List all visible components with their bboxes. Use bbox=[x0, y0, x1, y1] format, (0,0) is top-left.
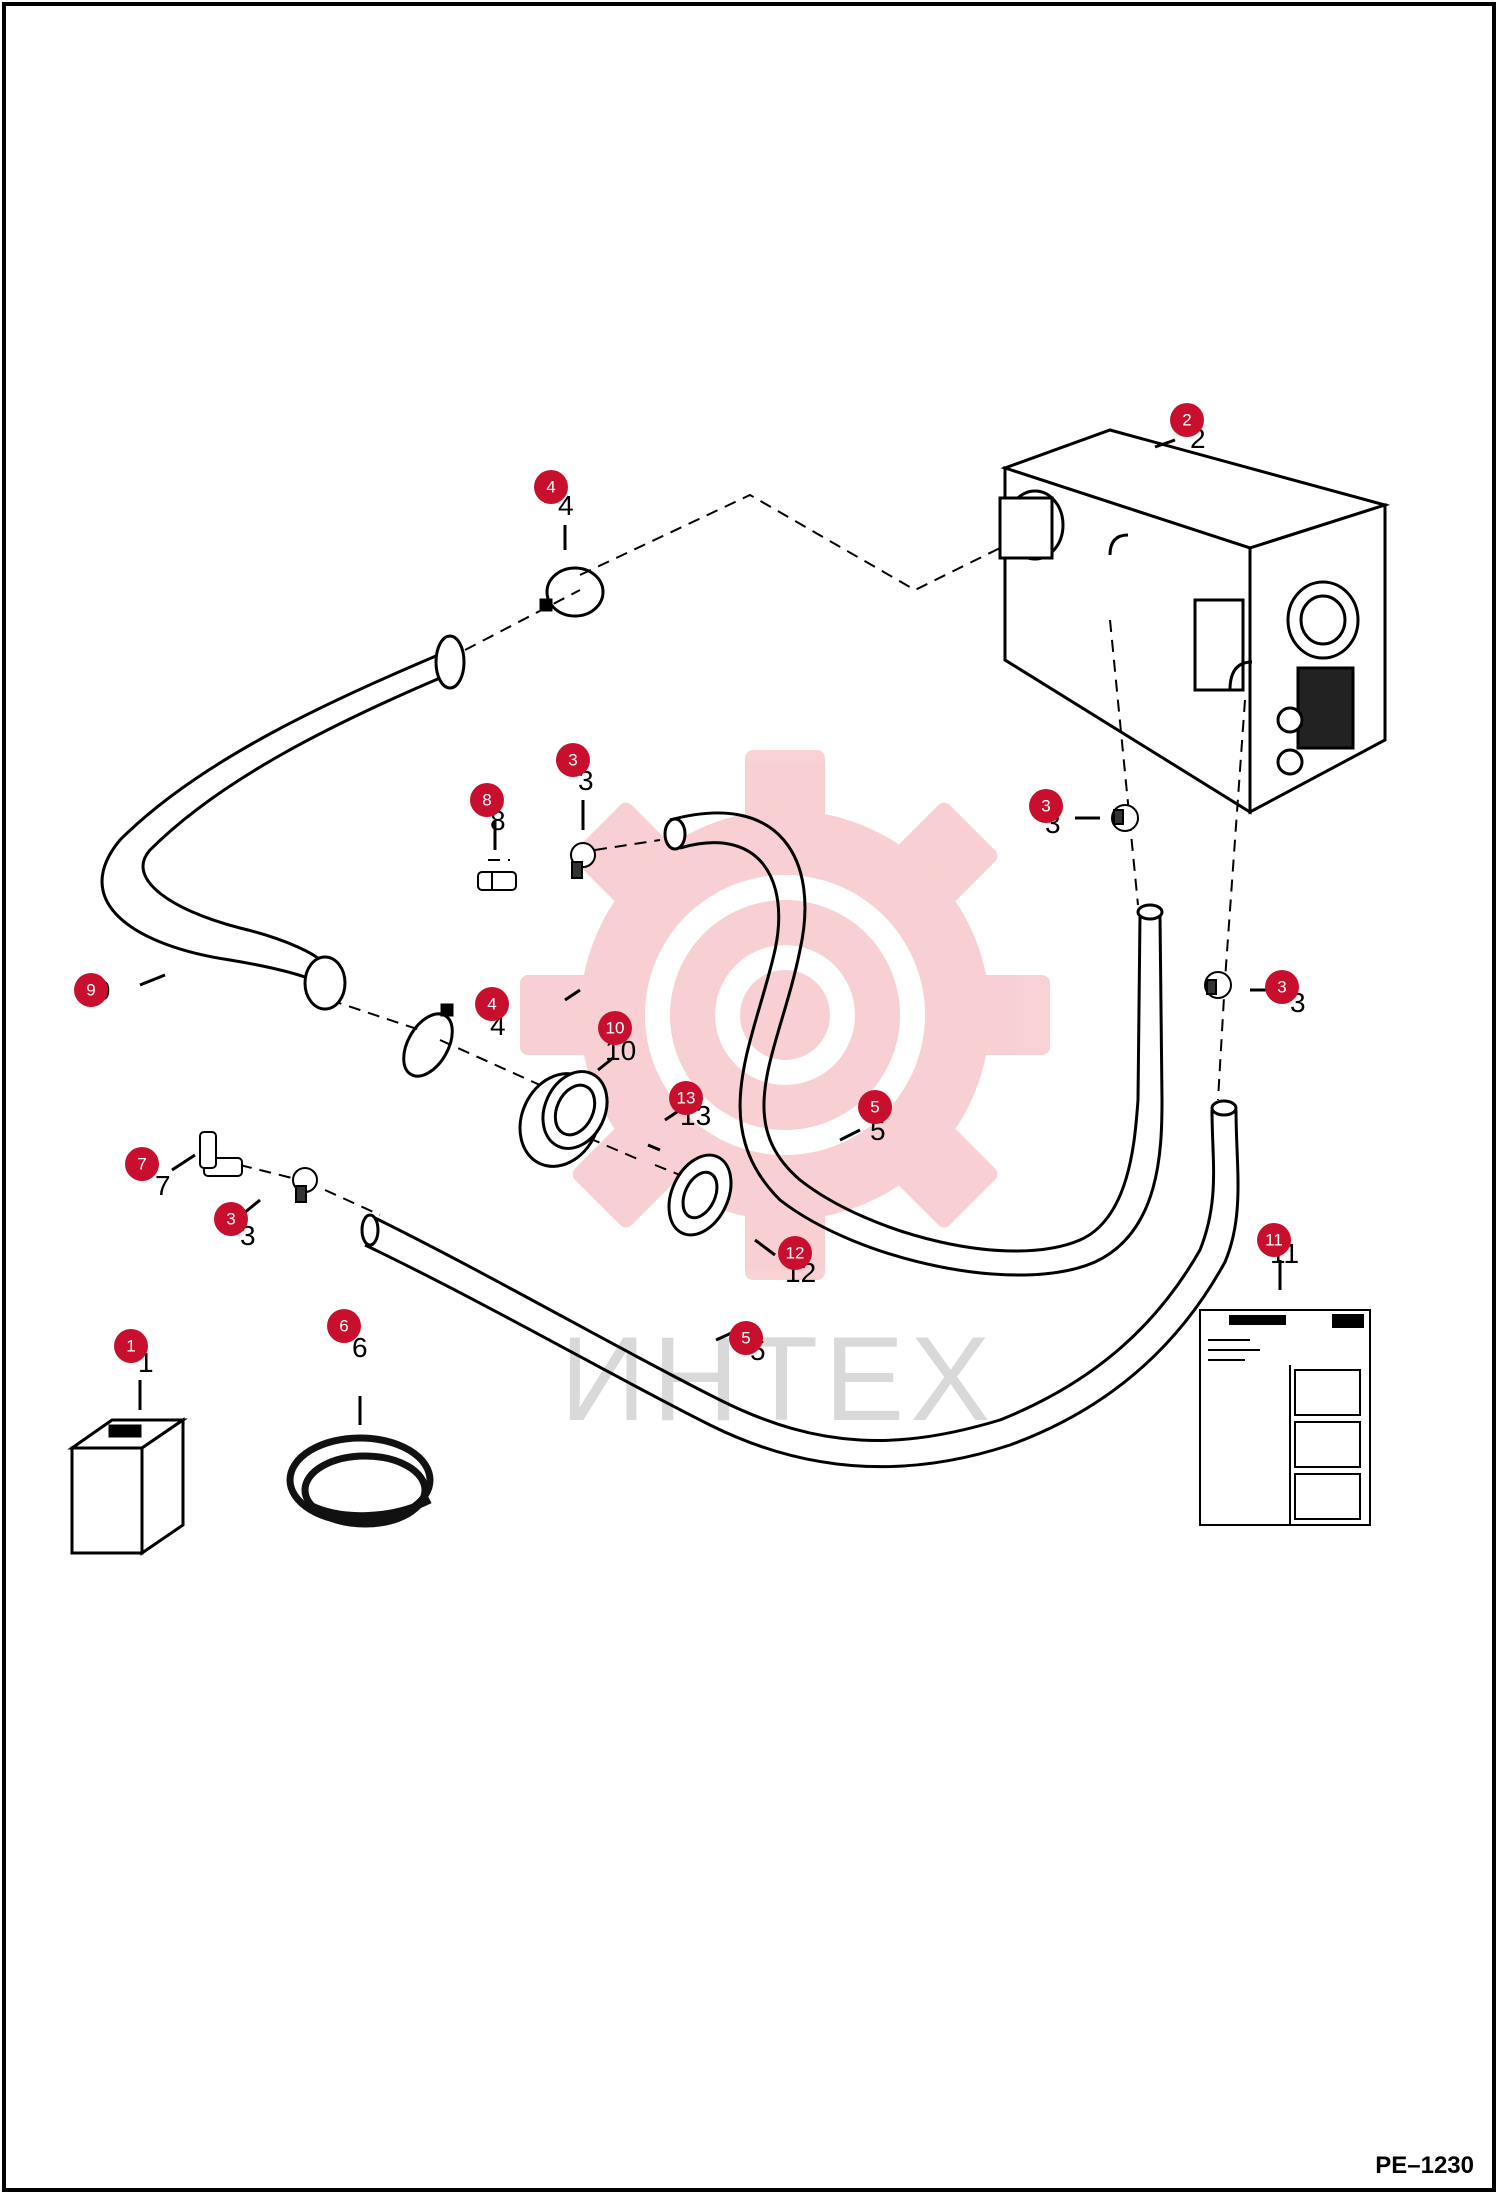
watermark-gear-icon bbox=[520, 750, 1050, 1280]
hose-clamp-upper-icon bbox=[539, 566, 605, 618]
callout-badge-3[interactable]: 3 bbox=[1029, 789, 1063, 823]
heater-unit bbox=[998, 428, 1391, 815]
watermark-text: ИНТЕХ bbox=[560, 1312, 996, 1446]
hose-clamp-lower-icon bbox=[402, 1003, 454, 1078]
callout-badge-8[interactable]: 8 bbox=[470, 783, 504, 817]
svg-text:11: 11 bbox=[1265, 1231, 1283, 1250]
svg-text:2: 2 bbox=[1182, 411, 1191, 430]
vent-fitting-icon bbox=[518, 1070, 609, 1168]
svg-text:12: 12 bbox=[786, 1244, 805, 1263]
vent-ring-icon bbox=[667, 1153, 733, 1237]
svg-text:5: 5 bbox=[870, 1098, 879, 1117]
small-clamp-icon bbox=[1111, 804, 1139, 832]
small-clamp-icon bbox=[292, 1167, 318, 1203]
svg-text:9: 9 bbox=[86, 981, 95, 1000]
small-clamp-icon bbox=[1204, 971, 1232, 999]
callout-badge-13[interactable]: 13 bbox=[669, 1081, 703, 1115]
svg-text:3: 3 bbox=[1277, 978, 1286, 997]
svg-text:6: 6 bbox=[339, 1317, 348, 1336]
svg-text:4: 4 bbox=[546, 478, 555, 497]
callout-badge-2[interactable]: 2 bbox=[1170, 403, 1204, 437]
fitting-straight-icon bbox=[477, 871, 517, 891]
callout-badge-12[interactable]: 12 bbox=[778, 1236, 812, 1270]
callout-badge-3[interactable]: 3 bbox=[214, 1202, 248, 1236]
heater-hose-upper bbox=[663, 811, 1164, 1277]
svg-text:1: 1 bbox=[126, 1337, 135, 1356]
svg-text:3: 3 bbox=[1041, 797, 1050, 816]
callout-badge-10[interactable]: 10 bbox=[598, 1011, 632, 1045]
callout-badge-6[interactable]: 6 bbox=[327, 1309, 361, 1343]
callout-badge-9[interactable]: 9 bbox=[74, 973, 108, 1007]
callout-badges: 1 2 3 8 3 3 3 4 4 5 5 6 7 9 10 11 12 13 bbox=[74, 403, 1299, 1363]
elbow-fitting-icon bbox=[199, 1131, 243, 1177]
svg-text:3: 3 bbox=[568, 751, 577, 770]
coiled-tubing bbox=[286, 1434, 434, 1528]
figure-id: PE–1230 bbox=[1375, 2152, 1474, 2179]
callout-badge-3[interactable]: 3 bbox=[1265, 970, 1299, 1004]
callout-badge-4[interactable]: 4 bbox=[534, 470, 568, 504]
screw-icon bbox=[647, 1143, 661, 1152]
small-clamp-icon bbox=[570, 842, 596, 879]
ref-numeral-7: 7 bbox=[155, 1170, 171, 1201]
svg-text:3: 3 bbox=[226, 1210, 235, 1229]
svg-text:4: 4 bbox=[487, 995, 496, 1014]
callout-badge-7[interactable]: 7 bbox=[125, 1147, 159, 1181]
callout-badge-4[interactable]: 4 bbox=[475, 987, 509, 1021]
kit-box bbox=[67, 1417, 188, 1556]
large-hose bbox=[100, 634, 466, 1011]
svg-text:7: 7 bbox=[137, 1155, 146, 1174]
svg-text:5: 5 bbox=[741, 1329, 750, 1348]
ref-numeral-6: 6 bbox=[352, 1332, 368, 1363]
callout-badge-1[interactable]: 1 bbox=[114, 1329, 148, 1363]
callout-badge-11[interactable]: 11 bbox=[1257, 1223, 1291, 1257]
callout-badge-3[interactable]: 3 bbox=[556, 743, 590, 777]
instruction-sheet bbox=[1199, 1309, 1371, 1526]
heater-hose-lower bbox=[360, 1099, 1240, 1469]
callout-badge-5[interactable]: 5 bbox=[729, 1321, 763, 1355]
svg-text:10: 10 bbox=[606, 1019, 625, 1038]
svg-text:13: 13 bbox=[677, 1089, 696, 1108]
callout-badge-5[interactable]: 5 bbox=[858, 1090, 892, 1124]
svg-text:8: 8 bbox=[482, 791, 491, 810]
